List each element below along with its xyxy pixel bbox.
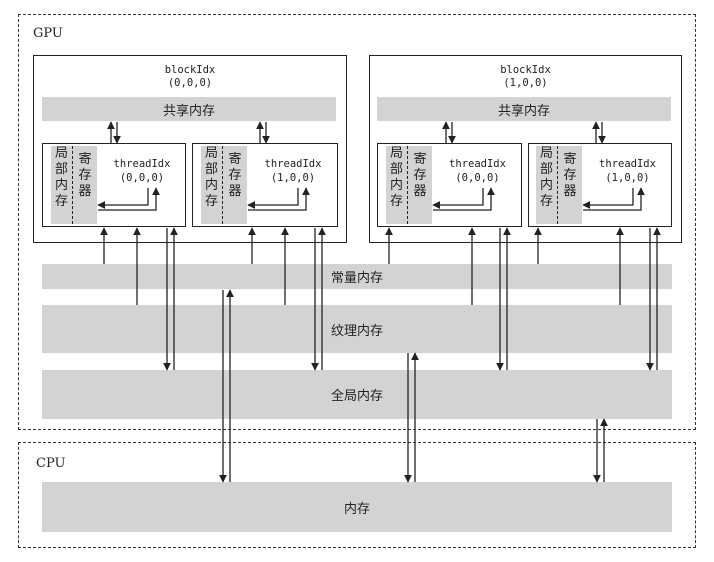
block-1-title: blockIdx	[500, 64, 551, 76]
block-1-thread-1-index: (1,0,0)	[605, 172, 650, 184]
constant-memory: 常量内存	[42, 264, 672, 289]
gpu-label: GPU	[33, 26, 63, 41]
block-0-thread-0-title: threadIdx	[113, 158, 171, 170]
global-memory: 全局内存	[42, 370, 672, 419]
block-1-thread-1-local-memory: 局部内存	[536, 146, 558, 224]
block-1-shared-memory: 共享内存	[377, 97, 671, 121]
block-0-thread-0-registers: 寄存器	[73, 146, 97, 224]
block-1-thread-1-registers: 寄存器	[558, 146, 582, 224]
block-1-thread-1-title: threadIdx	[599, 158, 656, 170]
block-1-thread-0-index: (0,0,0)	[455, 172, 500, 184]
block-0-thread-0-local-memory: 局部内存	[51, 146, 73, 224]
block-0-title: blockIdx	[164, 64, 216, 76]
block-0-index: (0,0,0)	[167, 77, 213, 89]
block-0-thread-1-index: (1,0,0)	[270, 172, 316, 184]
block-0-shared-memory: 共享内存	[42, 97, 336, 121]
block-0-thread-1-local-memory: 局部内存	[201, 146, 223, 224]
block-0-thread-1-registers: 寄存器	[223, 146, 247, 224]
block-0-thread-1-title: threadIdx	[264, 158, 322, 170]
cpu-region	[18, 442, 696, 548]
block-0-thread-0-index: (0,0,0)	[119, 172, 165, 184]
block-1-thread-0-title: threadIdx	[449, 158, 506, 170]
cpu-label: CPU	[36, 456, 66, 471]
host-memory: 内存	[42, 482, 672, 532]
block-1-thread-0-local-memory: 局部内存	[386, 146, 408, 224]
block-1-thread-0-registers: 寄存器	[408, 146, 432, 224]
block-1-index: (1,0,0)	[503, 77, 548, 89]
gpu-region	[18, 14, 696, 430]
texture-memory: 纹理内存	[42, 305, 672, 353]
